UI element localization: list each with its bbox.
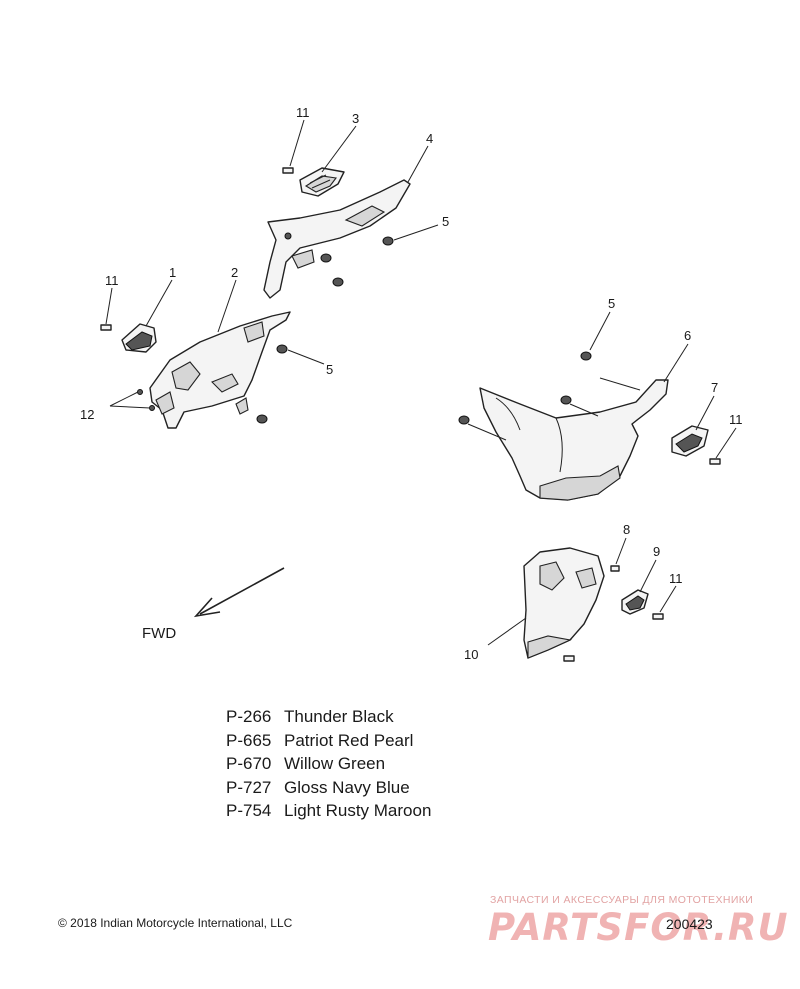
fwd-label: FWD: [142, 625, 176, 642]
drawing-number: 200423: [666, 916, 713, 932]
callout-10: 10: [464, 647, 478, 662]
paint-code: P-266: [226, 707, 272, 726]
paint-name: Patriot Red Pearl: [284, 730, 414, 750]
part-6-rear-side-cover: [479, 379, 669, 501]
copyright-notice: © 2018 Indian Motorcycle International, …: [58, 916, 293, 930]
part-10-lower-rear-cover: [523, 547, 605, 659]
callout-labels: 11 3 4 5 11 1 2 5 12 5 6 7 11 8 9 11 10: [80, 105, 743, 662]
paint-code-row: P-754 Light Rusty Maroon: [226, 799, 431, 823]
callout-7: 7: [711, 380, 718, 395]
leader-lines: [105, 119, 737, 646]
paint-name: Light Rusty Maroon: [284, 801, 432, 820]
callout-11-top: 11: [296, 105, 310, 120]
callout-11-right: 11: [729, 412, 743, 427]
part-1-lower-grille: [121, 323, 157, 353]
part-9-small-grille: [621, 589, 649, 615]
part-2-front-side-cover: [149, 311, 291, 429]
callout-9: 9: [653, 544, 660, 559]
part-3-upper-grille: [299, 167, 345, 197]
paint-code-row: P-670 Willow Green: [226, 752, 431, 776]
paint-code-legend: P-266 Thunder Black P-665 Patriot Red Pear…: [226, 705, 431, 823]
paint-code-row: P-266 Thunder Black: [226, 705, 431, 729]
callout-1: 1: [169, 265, 176, 280]
forward-direction-arrow: FWD: [142, 567, 285, 642]
part-4-upper-side-cover: [263, 179, 411, 299]
callout-5-right: 5: [608, 296, 615, 311]
callout-8: 8: [623, 522, 630, 537]
callout-12: 12: [80, 407, 94, 422]
callout-4: 4: [426, 131, 433, 146]
part-7-rear-grille: [671, 425, 709, 457]
paint-name: Gloss Navy Blue: [284, 777, 410, 797]
callout-5-upper: 5: [442, 214, 449, 229]
watermark-logo: PARTSFOR.RU: [488, 906, 789, 949]
paint-code: P-754: [226, 801, 272, 820]
callout-11-lower: 11: [669, 571, 683, 586]
paint-code: P-670: [226, 754, 272, 773]
paint-name: Willow Green: [284, 754, 386, 773]
callout-5-middle: 5: [326, 362, 333, 377]
paint-name: Thunder Black: [284, 707, 394, 726]
paint-code-row: P-727 Gloss Navy Blue: [226, 776, 431, 800]
watermark-tagline: ЗАПЧАСТИ И АКСЕССУАРЫ ДЛЯ МОТОТЕХНИКИ: [490, 894, 754, 906]
paint-code: P-727: [226, 777, 272, 797]
callout-6: 6: [684, 328, 691, 343]
paint-code-row: P-665 Patriot Red Pearl: [226, 729, 431, 753]
callout-11-left: 11: [105, 273, 119, 288]
paint-code: P-665: [226, 730, 272, 750]
callout-2: 2: [231, 265, 238, 280]
fastener-nuts: [256, 236, 592, 425]
callout-3: 3: [352, 111, 359, 126]
